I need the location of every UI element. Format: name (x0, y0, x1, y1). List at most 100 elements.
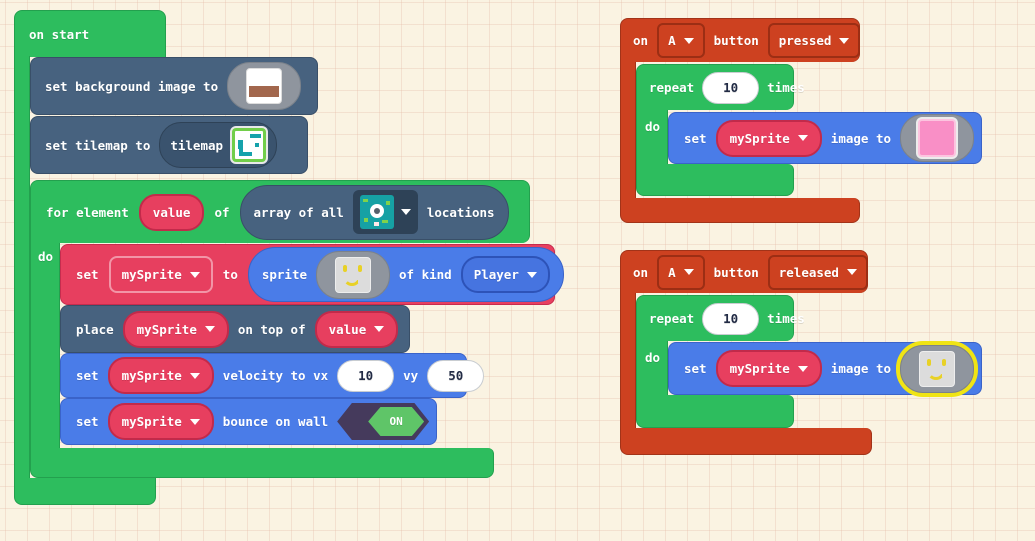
repeat-foot[interactable] (636, 395, 794, 428)
sprite-kind-dropdown[interactable]: Player (460, 256, 550, 293)
dropdown-arrow-icon (839, 37, 850, 44)
button-choice-dropdown[interactable]: A (657, 23, 705, 58)
of-label: of (214, 204, 230, 220)
vy-label: vy (403, 368, 419, 383)
set-image-block[interactable]: set mySprite image to (668, 112, 982, 164)
dropdown-arrow-icon (189, 271, 200, 278)
repeat-block[interactable]: repeat 10 times (636, 64, 805, 110)
tilemap-thumbnail-icon[interactable] (232, 128, 267, 162)
bounce-variable-dropdown[interactable]: mySprite (107, 403, 214, 440)
times-label: times (767, 311, 805, 326)
on-a-pressed-block[interactable]: on A button pressed (620, 18, 861, 62)
set-tilemap-block[interactable]: set tilemap to tilemap (30, 116, 308, 174)
event-choice-dropdown[interactable]: released (767, 254, 868, 290)
repeat-count-field[interactable]: 10 (702, 71, 760, 104)
variable-label: mySprite (729, 130, 790, 146)
image-variable-dropdown[interactable]: mySprite (715, 119, 822, 157)
vy-value-field[interactable]: 50 (427, 359, 485, 392)
bounce-on-wall-label: bounce on wall (222, 414, 329, 429)
on-top-of-label: on top of (237, 321, 306, 337)
kind-label: Player (473, 267, 519, 282)
on-start-spine[interactable] (14, 56, 30, 478)
tile-dropdown[interactable] (352, 190, 418, 234)
sprite-label: sprite (261, 267, 308, 282)
tilemap-picker[interactable]: tilemap (159, 122, 278, 168)
set-tilemap-label: set tilemap to (45, 137, 151, 153)
on-start-block[interactable]: on start (14, 10, 166, 57)
background-image-thumbnail[interactable] (227, 62, 302, 110)
vx-value-field[interactable]: 10 (337, 359, 395, 392)
of-kind-label: of kind (399, 267, 452, 282)
on-a-pressed-foot[interactable] (620, 198, 860, 223)
set-background-label: set background image to (45, 78, 219, 94)
repeat-block[interactable]: repeat 10 times (636, 295, 805, 341)
locations-label: locations (426, 204, 495, 220)
repeat-label: repeat (649, 311, 695, 326)
place-on-top-block[interactable]: place mySprite on top of value (60, 305, 410, 353)
toggle-on-state: ON (368, 407, 425, 436)
dropdown-arrow-icon (683, 37, 694, 44)
repeat-count: 10 (723, 311, 739, 326)
image-to-label: image to (830, 361, 892, 376)
variable-label: mySprite (121, 414, 182, 429)
for-element-block[interactable]: for element value of array of all locati… (30, 180, 530, 243)
for-element-spine[interactable] (30, 243, 60, 448)
toggle-label: ON (389, 415, 403, 428)
image-variable-dropdown[interactable]: mySprite (715, 350, 822, 387)
sprite-of-kind-block[interactable]: sprite of kind Player (247, 247, 564, 302)
on-a-released-spine[interactable] (620, 293, 636, 428)
repeat-do-label: do (645, 350, 661, 365)
dropdown-arrow-icon (189, 372, 200, 379)
set-image-block[interactable]: set mySprite image to (668, 342, 982, 395)
smiley-image-thumbnail-highlighted[interactable] (900, 344, 975, 393)
for-element-foot[interactable] (30, 448, 494, 478)
place-value-dropdown[interactable]: value (314, 310, 399, 348)
set-bounce-block[interactable]: set mySprite bounce on wall ON (60, 398, 437, 445)
velocity-variable-dropdown[interactable]: mySprite (107, 357, 214, 394)
repeat-spine[interactable] (636, 110, 668, 164)
array-of-all-locations-block[interactable]: array of all locations (239, 184, 509, 240)
repeat-label: repeat (649, 80, 695, 95)
on-label: on (633, 33, 649, 48)
velocity-to-vx-label: velocity to vx (222, 368, 329, 383)
on-a-pressed-spine[interactable] (620, 62, 636, 198)
dropdown-arrow-icon (204, 326, 215, 332)
on-start-foot[interactable] (14, 478, 156, 505)
dropdown-arrow-icon (374, 326, 385, 332)
place-variable-dropdown[interactable]: mySprite (122, 310, 229, 348)
button-label: button (713, 33, 759, 48)
dropdown-arrow-icon (526, 271, 537, 278)
set-velocity-block[interactable]: set mySprite velocity to vx 10 vy 50 (60, 353, 485, 398)
variable-label: mySprite (121, 368, 182, 383)
repeat-count-field[interactable]: 10 (702, 302, 760, 335)
on-a-released-block[interactable]: on A button released (620, 250, 868, 293)
set-label: set (76, 267, 99, 282)
event-choice-dropdown[interactable]: pressed (767, 23, 861, 58)
button-choice-dropdown[interactable]: A (657, 254, 705, 290)
on-a-released-foot[interactable] (620, 428, 872, 455)
on-start-label: on start (29, 26, 90, 42)
set-label: set (684, 361, 707, 376)
dropdown-arrow-icon (400, 209, 411, 215)
to-label: to (222, 267, 238, 282)
value-label: value (328, 321, 367, 337)
button-choice-label: A (668, 264, 676, 280)
set-sprite-block[interactable]: set mySprite to sprite of kind Player (60, 244, 564, 305)
tilemap-pill-label: tilemap (170, 137, 224, 153)
sprite-image-thumbnail[interactable] (316, 250, 391, 299)
sprite-variable-dropdown[interactable]: mySprite (108, 256, 213, 293)
event-choice-label: released (778, 264, 839, 280)
on-off-toggle[interactable]: ON (337, 403, 430, 440)
for-element-value-variable[interactable]: value (138, 193, 205, 231)
dropdown-arrow-icon (797, 135, 808, 141)
repeat-foot[interactable] (636, 164, 794, 196)
set-background-image-block[interactable]: set background image to (30, 57, 318, 115)
smiley-image-icon (919, 350, 956, 387)
pink-image-thumbnail[interactable] (900, 114, 975, 162)
vx-value: 10 (358, 368, 374, 383)
repeat-spine[interactable] (636, 341, 668, 395)
vy-value: 50 (448, 368, 464, 383)
for-element-label: for element (46, 204, 129, 220)
times-label: times (767, 80, 805, 95)
